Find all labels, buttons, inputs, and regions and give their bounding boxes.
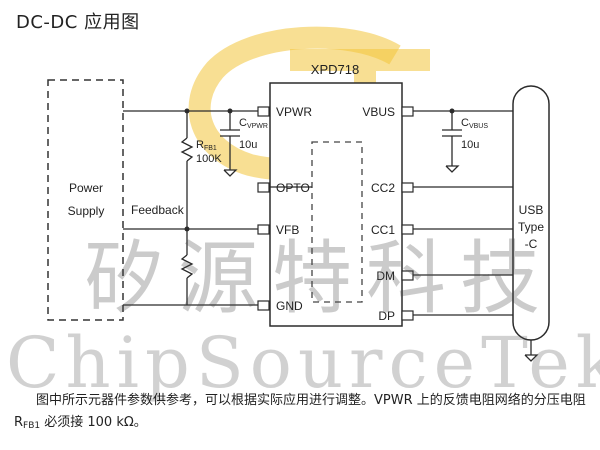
chip-body <box>269 82 403 327</box>
cvpwr-label: CVPWR <box>239 117 268 130</box>
power-supply-label-2: Supply <box>68 204 105 218</box>
pin-cc1-label: CC1 <box>371 223 395 237</box>
junction-dot <box>184 226 190 232</box>
feedback-label: Feedback <box>131 203 185 217</box>
left-wires <box>123 110 258 306</box>
pin-vfb-label: VFB <box>276 223 299 237</box>
pin-dp-label: DP <box>378 309 395 323</box>
power-supply-label-1: Power <box>69 181 103 195</box>
rfb1-label: RFB1 <box>196 139 217 152</box>
caption-text: 图中所示元器件参数供参考，可以根据实际应用进行调整。VPWR 上的反馈电阻网络的… <box>14 393 586 431</box>
watermark-chinese: 矽源特科技 <box>84 232 554 325</box>
internal-dashed-block <box>311 141 363 303</box>
cvbus-label: CVBUS <box>461 117 488 130</box>
pin-gnd-label: GND <box>276 299 303 313</box>
power-supply-box <box>47 79 124 321</box>
usb-label-1: USB <box>519 203 544 217</box>
watermark-english: ChipSourceTek <box>6 322 600 404</box>
pin-opto-label: OPTO <box>276 181 310 195</box>
left-pins <box>257 106 270 311</box>
usb-label-2: Type <box>518 220 544 234</box>
right-wires <box>413 110 539 362</box>
rfb1-value: 100K <box>196 153 222 165</box>
usb-label-3: -C <box>525 237 538 251</box>
usb-typec-connector <box>512 85 550 341</box>
junction-dot <box>184 108 190 114</box>
cvpwr-value: 10u <box>239 139 257 151</box>
page-title: DC-DC 应用图 <box>16 12 140 33</box>
junction-dot <box>227 108 233 114</box>
pin-dm-label: DM <box>376 269 395 283</box>
pin-vpwr-label: VPWR <box>276 105 312 119</box>
pin-vbus-label: VBUS <box>362 105 395 119</box>
junction-dot <box>449 108 455 114</box>
cvbus-value: 10u <box>461 139 479 151</box>
pin-cc2-label: CC2 <box>371 181 395 195</box>
chip-name: XPD718 <box>311 62 359 77</box>
